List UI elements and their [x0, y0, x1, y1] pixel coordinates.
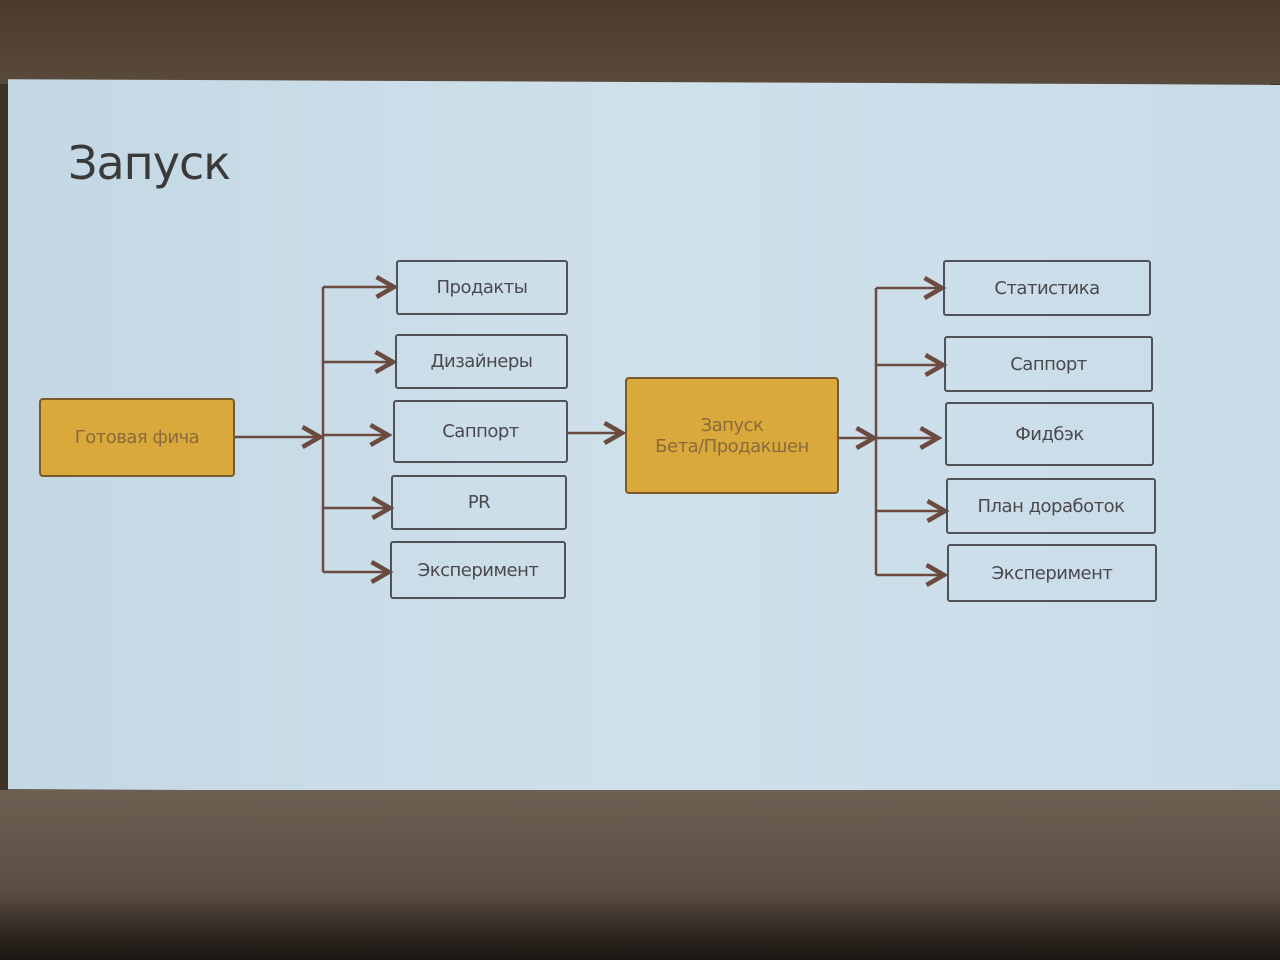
room-wall-top — [0, 0, 1280, 84]
left-target-box: Саппорт — [393, 400, 568, 463]
source-box: Готовая фича — [39, 398, 235, 477]
right-target-box: Эксперимент — [947, 544, 1157, 602]
right-target-box: Фидбэк — [945, 402, 1154, 466]
launch-box: Запуск Бета/Продакшен — [625, 377, 839, 494]
slide-title: Запуск — [68, 136, 231, 190]
right-target-box: Саппорт — [944, 336, 1153, 392]
left-target-box: PR — [391, 475, 567, 530]
room-wall-bottom — [0, 790, 1280, 960]
left-target-box: Эксперимент — [390, 541, 566, 599]
launch-line-1: Запуск — [700, 414, 764, 436]
right-target-box: План доработок — [946, 478, 1156, 534]
left-target-box: Продакты — [396, 260, 568, 315]
left-target-box: Дизайнеры — [395, 334, 568, 389]
launch-line-2: Бета/Продакшен — [655, 435, 809, 457]
right-target-box: Статистика — [943, 260, 1151, 316]
